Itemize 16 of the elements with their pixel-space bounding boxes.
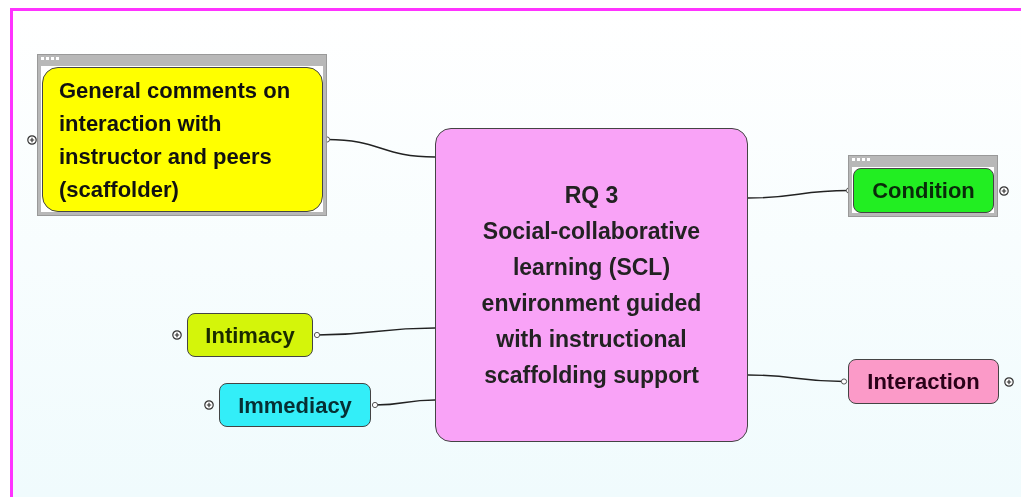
topic-text: RQ 3 <box>563 181 620 210</box>
topic-box <box>848 359 999 404</box>
topic-box <box>853 168 994 213</box>
topic-box <box>187 313 313 357</box>
topic-box <box>219 383 371 427</box>
connector-line <box>747 374 848 385</box>
topic-text: Interaction <box>867 368 980 396</box>
connector-line <box>313 327 436 339</box>
topic-box <box>42 67 323 212</box>
topic-text: Intimacy <box>205 321 295 350</box>
topic-box <box>435 128 748 442</box>
topic-text: General comments on interaction with instructor and peers (scaffolder) <box>59 76 292 204</box>
connector-line <box>371 399 436 409</box>
topic-text: Social-collaborative learning (SCL) environment guided with instructional scaffolding support <box>480 217 703 390</box>
topic-text: Condition <box>872 177 975 205</box>
topic-text: Immediacy <box>238 391 352 420</box>
